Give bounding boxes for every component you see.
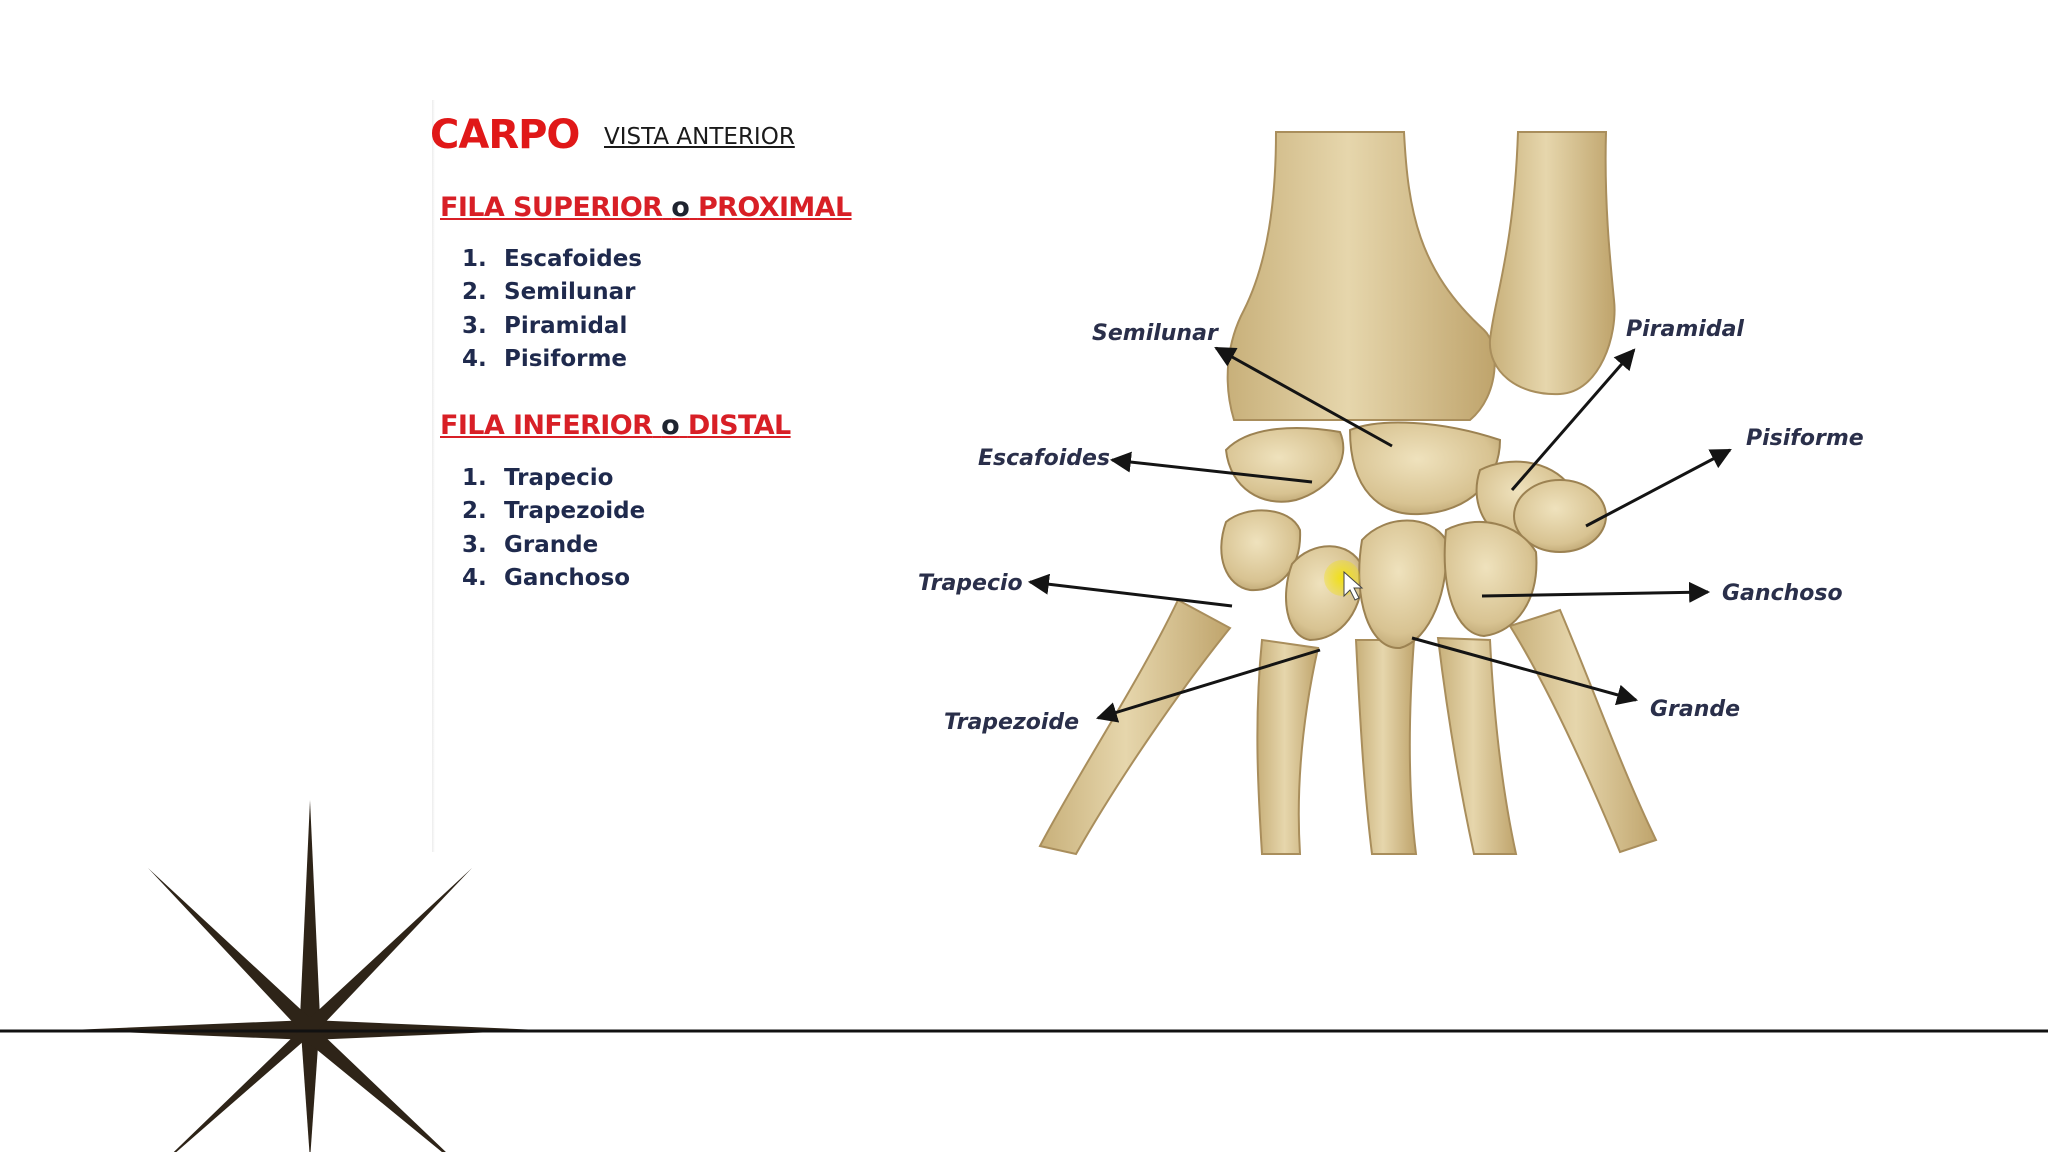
list-label: Pisiforme [504,345,628,372]
label-arrows [1027,346,1732,723]
list-item: 1. Trapecio [462,462,645,495]
list-item: 1. Escafoides [462,243,642,276]
heading-connector: o [671,192,690,223]
list-label: Escafoides [504,246,642,272]
list-label: Trapecio [504,465,614,491]
list-number: 1. [462,246,487,272]
list-number: 4. [462,564,487,591]
heading-connector: o [661,410,680,441]
label-trapezoide: Trapezoide [944,710,1079,735]
mouse-pointer-icon [1324,560,1364,601]
label-escafoides: Escafoides [978,446,1110,471]
label-pisiforme: Pisiforme [1746,426,1864,451]
section-heading-proximal: FILA SUPERIOR o PROXIMAL [440,192,852,223]
list-number: 1. [462,465,487,491]
list-number: 3. [462,531,487,558]
label-piramidal: Piramidal [1626,317,1744,342]
bone-labels: Semilunar Piramidal Pisiforme Escafoides… [918,317,1864,735]
label-grande: Grande [1650,697,1740,722]
list-item: 3. Grande [462,529,645,562]
list-label: Ganchoso [504,564,631,591]
list-label: Piramidal [504,312,628,339]
label-trapecio: Trapecio [918,571,1023,596]
ganchoso-bone [1443,520,1538,638]
trapecio-bone [1220,509,1302,592]
escafoides-bone [1224,427,1345,503]
grande-bone [1358,519,1448,650]
list-number: 2. [462,498,487,525]
list-number: 3. [462,312,487,339]
list-item: 4. Pisiforme [462,343,642,376]
heading-part: FILA INFERIOR [440,410,653,441]
carpal-bones [1220,421,1607,650]
list-number: 4. [462,345,487,372]
metacarpal-bones [1038,598,1658,856]
list-number: 2. [462,279,487,306]
heading-part: FILA SUPERIOR [440,192,663,223]
label-semilunar: Semilunar [1092,321,1219,346]
proximal-bone-list: 1. Escafoides 2. Semilunar 3. Piramidal 4. P… [462,243,642,376]
list-item: 4. Ganchoso [462,562,645,595]
list-item: 2. Semilunar [462,276,642,309]
content-panel-edge [432,100,435,852]
list-label: Grande [504,531,599,558]
slide-subtitle: VISTA ANTERIOR [604,124,795,150]
list-label: Trapezoide [504,498,646,525]
heading-part: DISTAL [687,410,791,441]
list-label: Semilunar [504,279,636,306]
list-item: 2. Trapezoide [462,495,645,528]
list-item: 3. Piramidal [462,310,642,343]
slide-title: CARPO [430,112,580,158]
label-ganchoso: Ganchoso [1722,581,1843,606]
section-heading-distal: FILA INFERIOR o DISTAL [440,410,791,441]
distal-bone-list: 1. Trapecio 2. Trapezoide 3. Grande 4. Ganch… [462,462,645,595]
eight-point-star-icon [70,800,540,1152]
heading-part: PROXIMAL [697,192,852,223]
forearm-bones [1226,131,1616,421]
